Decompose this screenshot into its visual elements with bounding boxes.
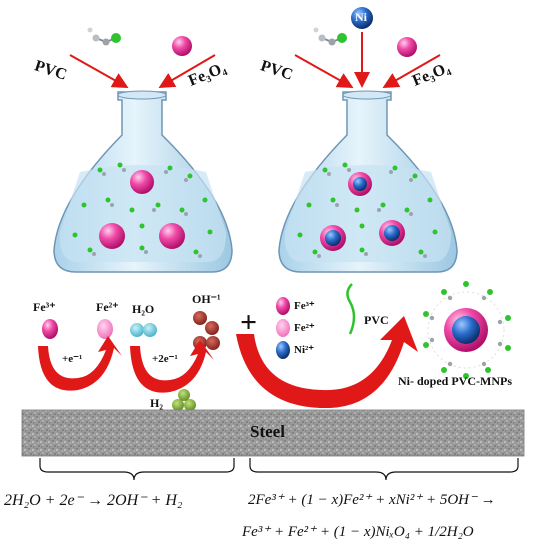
steel-plate: [22, 410, 524, 456]
oh-sphere-a: [193, 311, 207, 325]
right-flask-particles: [297, 162, 438, 258]
legend-fe2-icon: [276, 319, 290, 337]
legend-fe2-label: Fe²⁺: [294, 322, 315, 334]
h2-sphere-a: [172, 399, 184, 411]
equation-line-1: 2Fe³⁺ + (1 − x)Fe²⁺ + xNi²⁺ + 5OH⁻ →: [248, 492, 496, 508]
legend-ni2-icon: [276, 341, 290, 359]
equation-line-2: Fe³⁺ + Fe²⁺ + (1 − x)NiₓO₄ + 1/2H₂O: [242, 524, 474, 540]
water-reduction-arrow: [130, 340, 214, 393]
redox-e2-label: +2e⁻¹: [152, 353, 178, 365]
redox-h2-label: H₂: [150, 396, 163, 410]
fe3o4-particle-icon-left: [172, 36, 192, 56]
ni-label: Ni: [355, 10, 367, 24]
right-brace: [249, 458, 519, 481]
h2o-sphere-a: [130, 323, 144, 337]
legend-pvc-label: PVC: [364, 313, 389, 327]
oh-sphere-d: [206, 336, 220, 350]
fe3o4-particle-icon-right: [397, 37, 417, 57]
equation-water: 2H₂O + 2e⁻ → 2OH⁻ + H₂: [4, 492, 183, 509]
fe-reduction-arrow: [38, 336, 122, 391]
ni-particle-icon: [351, 7, 373, 29]
big-red-arrow: [236, 316, 418, 409]
reagent-arrows: [69, 32, 441, 89]
legend-fe3-icon: [276, 297, 290, 315]
h2o-sphere-b: [143, 323, 157, 337]
left-brace: [39, 458, 235, 481]
redox-fe3-label: Fe³⁺: [33, 300, 56, 314]
plus-sign: +: [240, 306, 258, 339]
oh-sphere-b: [205, 321, 219, 335]
fe3-ion-icon: [42, 319, 58, 339]
product-label: Ni- doped PVC-MNPs: [398, 374, 512, 388]
legend-ni2-label: Ni²⁺: [294, 344, 315, 356]
legend-fe3-label: Fe³⁺: [294, 300, 315, 312]
fe2-ion-icon: [97, 319, 113, 339]
redox-oh-label: OH⁻¹: [192, 292, 221, 306]
pvc-molecule-icon-left: [87, 27, 121, 46]
h2-sphere-c: [178, 389, 190, 401]
pvc-chain-icon: [346, 283, 356, 335]
h2-sphere-b: [184, 399, 196, 411]
left-flask-particles: [72, 162, 213, 258]
pvc-molecule-icon-right: [313, 27, 347, 46]
redox-h2o-label: H₂O: [132, 302, 155, 316]
steel-label: Steel: [250, 422, 285, 441]
redox-fe2-label: Fe²⁺: [96, 300, 119, 314]
ni-doped-nanoparticle: [423, 281, 511, 379]
redox-e1-label: +e⁻¹: [62, 353, 83, 365]
